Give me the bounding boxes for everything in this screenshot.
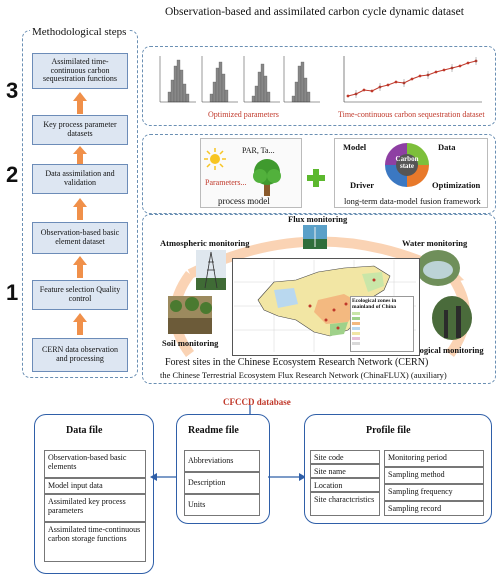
map-legend-swatches <box>352 312 360 345</box>
parameters-label: Parameters... <box>205 178 247 187</box>
chinaflux-subtitle: the Chinese Terrestrial Ecosystem Flux R… <box>160 370 447 380</box>
fusion-framework-label: long-term data-model fusion framework <box>344 196 481 206</box>
wheel-model-label: Model <box>343 142 367 152</box>
profile-left-item: Site charactcristics <box>310 492 380 516</box>
profile-left-item: Site code <box>310 450 380 464</box>
soil-monitoring-photo <box>168 296 212 334</box>
atmospheric-monitoring-label: Atmospheric monitoring <box>160 238 250 248</box>
timeseries-label: Time-continuous carbon sequestration dat… <box>338 110 485 119</box>
step-number-2: 2 <box>6 162 19 187</box>
map-legend-title: Ecological zones in mainland of China <box>352 298 397 311</box>
biological-monitoring-label: Biological monitoring <box>405 345 484 355</box>
cern-sites-title: Forest sites in the Chinese Ecosystem Re… <box>165 357 429 368</box>
step-assimilated-functions: Assimilated time-continuous carbon seque… <box>32 53 128 89</box>
arrow-up-icon <box>73 313 87 335</box>
data-file-item: Assimilated time-continuous carbon stora… <box>44 522 146 562</box>
wheel-data-label: Data <box>438 142 456 152</box>
flux-monitoring-label: Flux monitoring <box>288 214 348 224</box>
profile-right-item: Sampling method <box>384 467 484 484</box>
profile-right-item: Monitoring period <box>384 450 484 467</box>
carbon-timeseries-plot <box>343 56 482 103</box>
profile-left-item: Location <box>310 478 380 492</box>
readme-file-item: Units <box>184 494 260 516</box>
monitoring-panel <box>142 214 496 384</box>
step-number-1: 1 <box>6 280 19 305</box>
step-feature-selection: Feature selection Quality control <box>32 280 128 310</box>
top-panel <box>142 46 496 126</box>
readme-file-title: Readme file <box>188 425 239 436</box>
profile-left-item: Site name <box>310 464 380 478</box>
water-monitoring-photo <box>416 250 460 286</box>
readme-file-item: Description <box>184 472 260 494</box>
connector-arrows <box>150 473 306 481</box>
step-cern-observation: CERN data observation and processing <box>32 338 128 372</box>
readme-file-item: Abbreviations <box>184 450 260 472</box>
process-model-label: process model <box>218 196 270 206</box>
step-basic-element-dataset: Observation-based basic element dataset <box>32 222 128 254</box>
top-header: Observation-based and assimilated carbon… <box>165 6 464 18</box>
arrow-up-icon <box>73 198 87 220</box>
arrow-up-icon <box>73 146 87 164</box>
profile-file-title: Profile file <box>366 425 411 436</box>
water-monitoring-label: Water monitoring <box>402 238 468 248</box>
map-legend-box <box>350 296 414 352</box>
step-data-assimilation: Data assimilation and validation <box>32 164 128 194</box>
atmospheric-tower-photo <box>196 250 226 290</box>
carbon-state-wheel <box>385 143 429 187</box>
arrow-up-icon <box>73 92 87 114</box>
wheel-optimization-label: Optimization <box>432 180 481 190</box>
tree-icon <box>253 159 281 196</box>
optimized-parameters-histograms <box>159 56 320 103</box>
database-label: CFCCD database <box>223 397 291 407</box>
wheel-driver-label: Driver <box>350 180 375 190</box>
wheel-center-label: Carbon state <box>395 155 419 170</box>
step-key-parameters: Key process parameter datasets <box>32 115 128 145</box>
optimized-parameters-label: Optimized parameters <box>208 110 279 119</box>
profile-right-item: Sampling frequency <box>384 484 484 501</box>
arrow-up-icon <box>73 256 87 278</box>
profile-right-item: Sampling record <box>384 501 484 516</box>
process-model-panel <box>200 138 302 208</box>
data-file-title: Data file <box>66 425 103 436</box>
step-number-3: 3 <box>6 78 19 103</box>
data-file-item: Assimilated key process parameters <box>44 494 146 522</box>
data-file-item: Observation-based basic elements <box>44 450 146 478</box>
flux-tower-photo <box>303 225 327 249</box>
plus-icon <box>307 169 325 187</box>
par-label: PAR, Ta... <box>242 146 275 155</box>
methodology-header: Methodological steps <box>30 26 129 38</box>
biological-monitoring-photo <box>432 296 472 340</box>
sun-icon <box>204 148 226 170</box>
middle-panel <box>142 134 496 214</box>
soil-monitoring-label: Soil monitoring <box>162 338 219 348</box>
data-file-item: Model input data <box>44 478 146 494</box>
